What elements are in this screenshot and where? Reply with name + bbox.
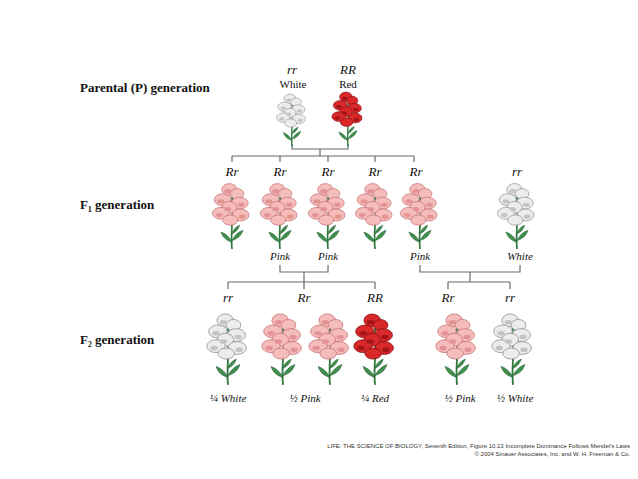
- white-flower: [497, 184, 534, 249]
- genotype-label: Rr: [410, 165, 423, 180]
- color-label: Red: [339, 78, 357, 91]
- ratio-label: ½ White: [497, 392, 534, 405]
- pink-flower: [260, 184, 297, 249]
- generation-label: F₁ generation: [80, 198, 154, 213]
- genotype-label: Rr: [369, 165, 382, 180]
- generation-label: F₂ generation: [80, 333, 154, 348]
- cross-bracket: [228, 144, 520, 289]
- white-flower: [276, 94, 305, 146]
- red-flower: [354, 314, 394, 385]
- pink-flower: [212, 184, 249, 249]
- genotype-label: RR: [340, 63, 356, 78]
- ratio-label: ¼ Red: [361, 392, 389, 405]
- generation-label: Parental (P) generation: [80, 81, 210, 96]
- pink-flower: [309, 314, 349, 385]
- genotype-label: Rr: [298, 291, 311, 306]
- phenotype-label: White: [507, 250, 533, 263]
- red-flower: [332, 92, 362, 146]
- phenotype-label: Pink: [270, 250, 290, 263]
- ratio-label: ¼ White: [210, 392, 247, 405]
- pink-flower: [436, 314, 476, 385]
- white-flower: [207, 314, 247, 385]
- genotype-label: Rr: [322, 165, 335, 180]
- genotype-label: Rr: [442, 291, 455, 306]
- genotype-label: RR: [367, 291, 383, 306]
- ratio-label: ½ Pink: [289, 392, 320, 405]
- genotype-label: rr: [223, 291, 233, 306]
- figure-credit: LIFE: THE SCIENCE OF BIOLOGY, Seventh Ed…: [327, 443, 630, 450]
- pink-flower: [355, 184, 392, 249]
- color-label: White: [280, 78, 307, 91]
- copyright-note: © 2004 Sinauer Associates, Inc. and W. H…: [475, 451, 631, 458]
- genotype-label: rr: [512, 165, 522, 180]
- genotype-label: Rr: [274, 165, 287, 180]
- pink-flower: [400, 184, 437, 249]
- genotype-label: Rr: [226, 165, 239, 180]
- pink-flower: [308, 184, 345, 249]
- phenotype-label: Pink: [410, 250, 430, 263]
- ratio-label: ½ Pink: [444, 392, 475, 405]
- genotype-label: rr: [505, 291, 515, 306]
- genotype-label: rr: [287, 63, 297, 78]
- phenotype-label: Pink: [318, 250, 338, 263]
- pink-flower: [262, 314, 302, 385]
- white-flower: [492, 314, 532, 385]
